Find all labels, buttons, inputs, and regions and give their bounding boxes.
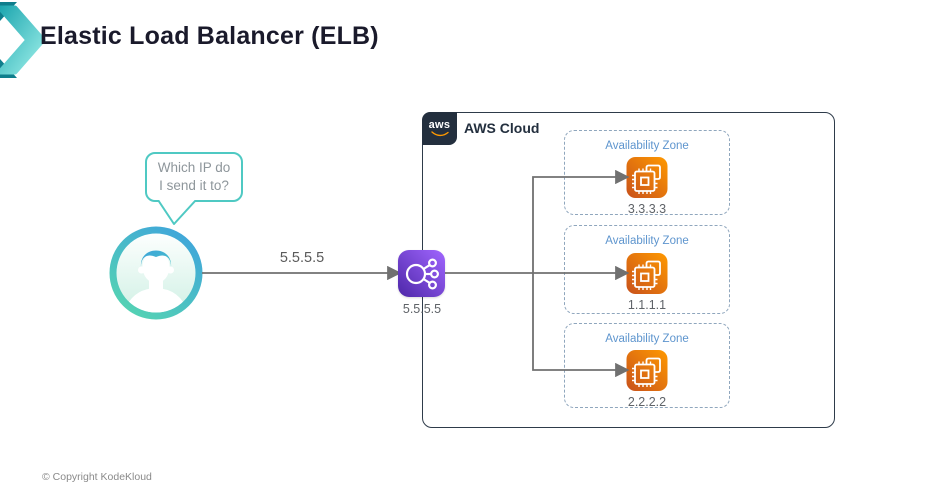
availability-zone-box: Availability Zone 1.1.1.1 — [564, 225, 730, 314]
aws-smile-icon — [430, 131, 449, 137]
request-ip-label: 5.5.5.5 — [279, 250, 325, 266]
instance-ip-label: 2.2.2.2 — [627, 395, 667, 409]
kodekloud-chevron-icon — [0, 2, 46, 78]
speech-bubble-tail-icon — [157, 200, 197, 225]
speech-bubble-text: I send it to? — [159, 178, 229, 193]
ec2-instance-icon — [626, 253, 668, 294]
speech-bubble-text: Which IP do — [157, 160, 231, 176]
availability-zone-box: Availability Zone 3.3.3.3 — [564, 130, 730, 216]
speech-bubble: Which IP do I send it to? — [145, 152, 243, 202]
availability-zone-box: Availability Zone 2.2.2.2 — [564, 323, 730, 409]
availability-zone-label: Availability Zone — [605, 333, 689, 345]
aws-cloud-label: AWS Cloud — [464, 120, 540, 136]
instance-ip-label: 3.3.3.3 — [627, 202, 667, 216]
availability-zone-label: Availability Zone — [605, 140, 689, 152]
aws-logo-text: aws — [428, 119, 451, 131]
user-avatar-icon — [109, 226, 203, 320]
availability-zone-label: Availability Zone — [605, 235, 689, 247]
ec2-instance-icon — [626, 350, 668, 391]
copyright: © Copyright KodeKloud — [42, 471, 152, 483]
elastic-load-balancer-icon — [398, 250, 445, 297]
ec2-instance-icon — [626, 157, 668, 198]
page-title: Elastic Load Balancer (ELB) — [40, 22, 379, 50]
instance-ip-label: 1.1.1.1 — [627, 298, 667, 312]
aws-logo-icon: aws — [422, 112, 457, 145]
elb-ip-label: 5.5.5.5 — [402, 302, 442, 316]
